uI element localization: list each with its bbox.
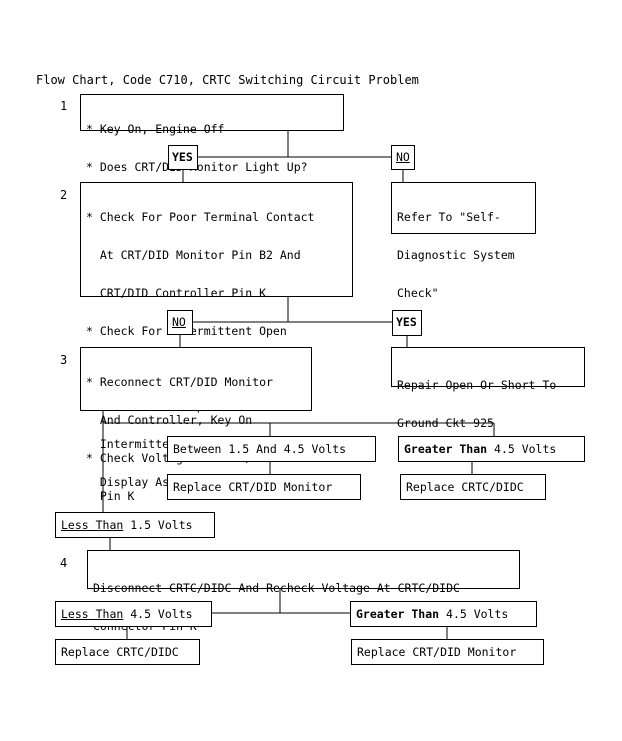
step-2-number: 2 [60, 188, 68, 202]
step-2-line: CRT/DID Controller Pin K [86, 285, 267, 300]
step-4-box: Disconnect CRTC/DIDC And Recheck Voltage… [87, 550, 520, 632]
step-1-number: 1 [60, 99, 68, 113]
result-line: Refer To "Self- [397, 210, 501, 225]
replace-crtc-result-box-step-4: Replace CRTC/DIDC [55, 639, 200, 665]
step-2-line: * Check For Poor Terminal Contact [86, 210, 315, 225]
less-than-label: Less Than [61, 607, 124, 621]
step-1-line: * Does CRT/DID Monitor Light Up? [86, 159, 308, 174]
step-2-line: At CRT/DID Monitor Pin B2 And [86, 247, 301, 262]
voltage-value: 4.5 Volts [439, 607, 509, 621]
step-3-line: And Controller, Key On [86, 412, 253, 427]
less-than-1-5-box: Less Than 1.5 Volts [55, 512, 215, 538]
step-3-line: Pin K [86, 488, 135, 503]
less-than-label: Less Than [61, 518, 124, 532]
greater-voltage-box-step-3: Greater Than 4.5 Volts [398, 436, 585, 462]
voltage-value: 4.5 Volts [487, 442, 557, 456]
step-3-line: * Reconnect CRT/DID Monitor [86, 375, 273, 390]
step-2-box: * Check For Poor Terminal Contact At CRT… [80, 182, 353, 488]
greater-than-label: Greater Than [404, 442, 488, 456]
replace-monitor-result-box-step-3: Replace CRT/DID Monitor [167, 474, 361, 500]
step-1-yes-label: YES [168, 145, 198, 170]
step-4-number: 4 [60, 556, 68, 570]
step-2-yes-label: YES [392, 310, 422, 336]
replace-crtc-result-box-step-3: Replace CRTC/DIDC [400, 474, 546, 500]
step-1-box: * Key On, Engine Off * Does CRT/DID Moni… [80, 94, 344, 173]
step-2-no-label: NO [167, 310, 193, 335]
step-2-line: * Check For Intermittent Open [86, 323, 287, 338]
result-line: Check" [397, 285, 439, 300]
voltage-value: 1.5 Volts [123, 518, 193, 532]
step-1-no-label: NO [391, 145, 415, 170]
step-3-box: * Reconnect CRT/DID Monitor And Controll… [80, 347, 312, 502]
step-4-line: Disconnect CRTC/DIDC And Recheck Voltage… [93, 581, 460, 596]
result-line: Diagnostic System [397, 247, 515, 262]
greater-than-label: Greater Than [356, 607, 440, 621]
greater-voltage-box-step-4: Greater Than 4.5 Volts [350, 601, 537, 627]
step-3-number: 3 [60, 353, 68, 367]
result-line: Repair Open Or Short To [397, 378, 557, 393]
step-1-line: * Key On, Engine Off [86, 122, 225, 137]
voltage-value: 4.5 Volts [123, 607, 193, 621]
result-line: Ground Ckt 925 [397, 415, 494, 430]
page-title: Flow Chart, Code C710, CRTC Switching Ci… [36, 73, 419, 87]
less-than-4-5-box: Less Than 4.5 Volts [55, 601, 212, 627]
repair-open-result-box: Repair Open Or Short To Ground Ckt 925 [391, 347, 585, 429]
self-diagnostic-result-box: Refer To "Self- Diagnostic System Check" [391, 182, 536, 299]
between-voltage-box: Between 1.5 And 4.5 Volts [167, 436, 376, 462]
replace-monitor-result-box-step-4: Replace CRT/DID Monitor [351, 639, 544, 665]
